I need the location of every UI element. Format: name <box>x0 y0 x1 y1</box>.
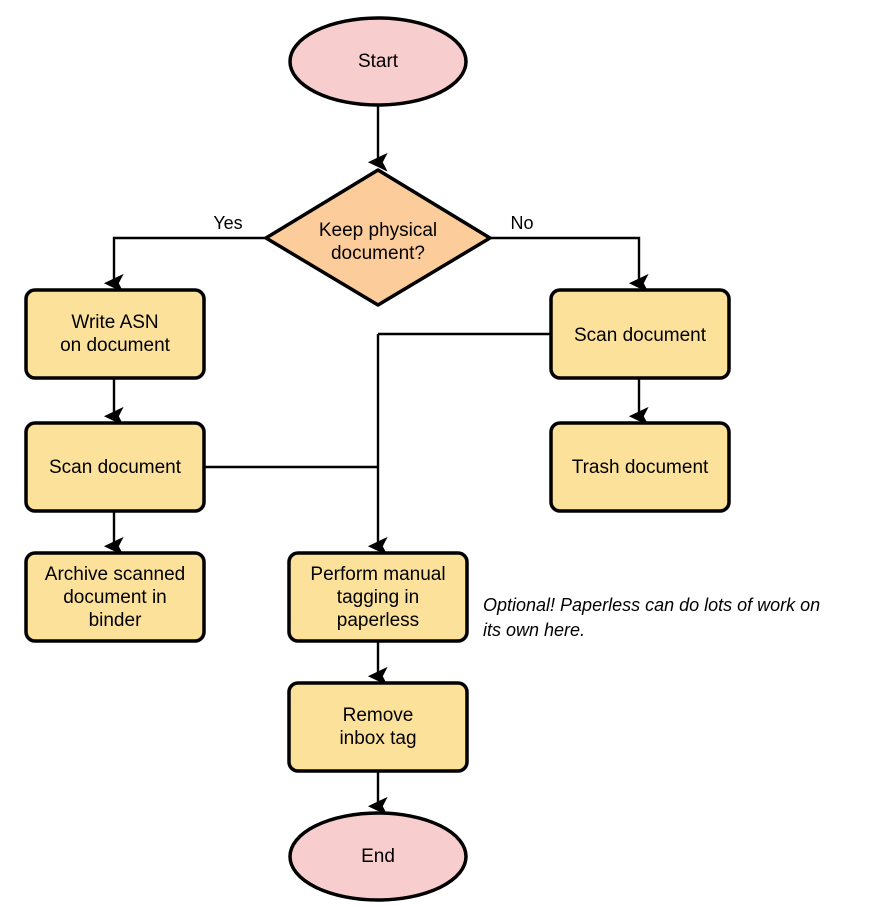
archive-label-line1: Archive scanned <box>45 564 185 585</box>
write-asn-label-line2: on document <box>60 335 171 356</box>
note-line1: Optional! Paperless can do lots of work … <box>483 595 820 615</box>
manual-tagging-label-line2: tagging in <box>337 587 419 608</box>
end-ellipse-shape <box>288 811 468 902</box>
edge-label-no: No <box>510 213 533 233</box>
manual-tagging-label-line1: Perform manual <box>310 564 445 585</box>
node-scan-document-right[interactable]: Scan document <box>549 288 731 380</box>
archive-label-line2: document in <box>63 587 167 608</box>
edge-decision-no-to-scan-right <box>490 236 649 293</box>
edge-decision-yes-to-write-asn <box>103 236 266 293</box>
write-asn-label-line1: Write ASN <box>71 312 158 333</box>
trash-box-shape <box>549 421 731 513</box>
node-decision-keep-physical-document[interactable]: Keep physical document? <box>264 168 492 307</box>
connector-layer <box>103 105 649 816</box>
node-archive-scanned-document[interactable]: Archive scanned document in binder <box>24 551 206 643</box>
manual-tagging-label-line3: paperless <box>337 610 419 631</box>
remove-inbox-label-line2: inbox tag <box>339 728 416 749</box>
decision-label-line2: document? <box>331 243 425 264</box>
manual-tagging-box-shape <box>287 551 469 643</box>
decision-label-line1: Keep physical <box>319 220 437 241</box>
edge-label-layer: Yes No <box>213 213 533 233</box>
node-perform-manual-tagging[interactable]: Perform manual tagging in paperless <box>287 551 469 643</box>
note-line2: its own here. <box>483 620 585 640</box>
end-label: End <box>361 846 395 867</box>
node-start[interactable]: Start <box>288 16 468 107</box>
start-label: Start <box>358 51 399 72</box>
write-asn-box-shape <box>24 288 206 380</box>
node-scan-document-left[interactable]: Scan document <box>24 421 206 513</box>
scan-left-label: Scan document <box>49 457 182 478</box>
remove-inbox-box-shape <box>287 681 469 773</box>
node-write-asn-on-document[interactable]: Write ASN on document <box>24 288 206 380</box>
node-remove-inbox-tag[interactable]: Remove inbox tag <box>287 681 469 773</box>
node-end[interactable]: End <box>288 811 468 902</box>
decision-diamond-shape <box>264 168 492 307</box>
scan-left-box-shape <box>24 421 206 513</box>
trash-label: Trash document <box>572 457 709 478</box>
node-trash-document[interactable]: Trash document <box>549 421 731 513</box>
annotation-optional-note: Optional! Paperless can do lots of work … <box>483 595 820 640</box>
scan-right-box-shape <box>549 288 731 380</box>
archive-box-shape <box>24 551 206 643</box>
edge-label-yes: Yes <box>213 213 242 233</box>
archive-label-line3: binder <box>89 610 142 631</box>
start-ellipse-shape <box>288 16 468 107</box>
scan-right-label: Scan document <box>574 325 707 346</box>
remove-inbox-label-line1: Remove <box>343 705 414 726</box>
